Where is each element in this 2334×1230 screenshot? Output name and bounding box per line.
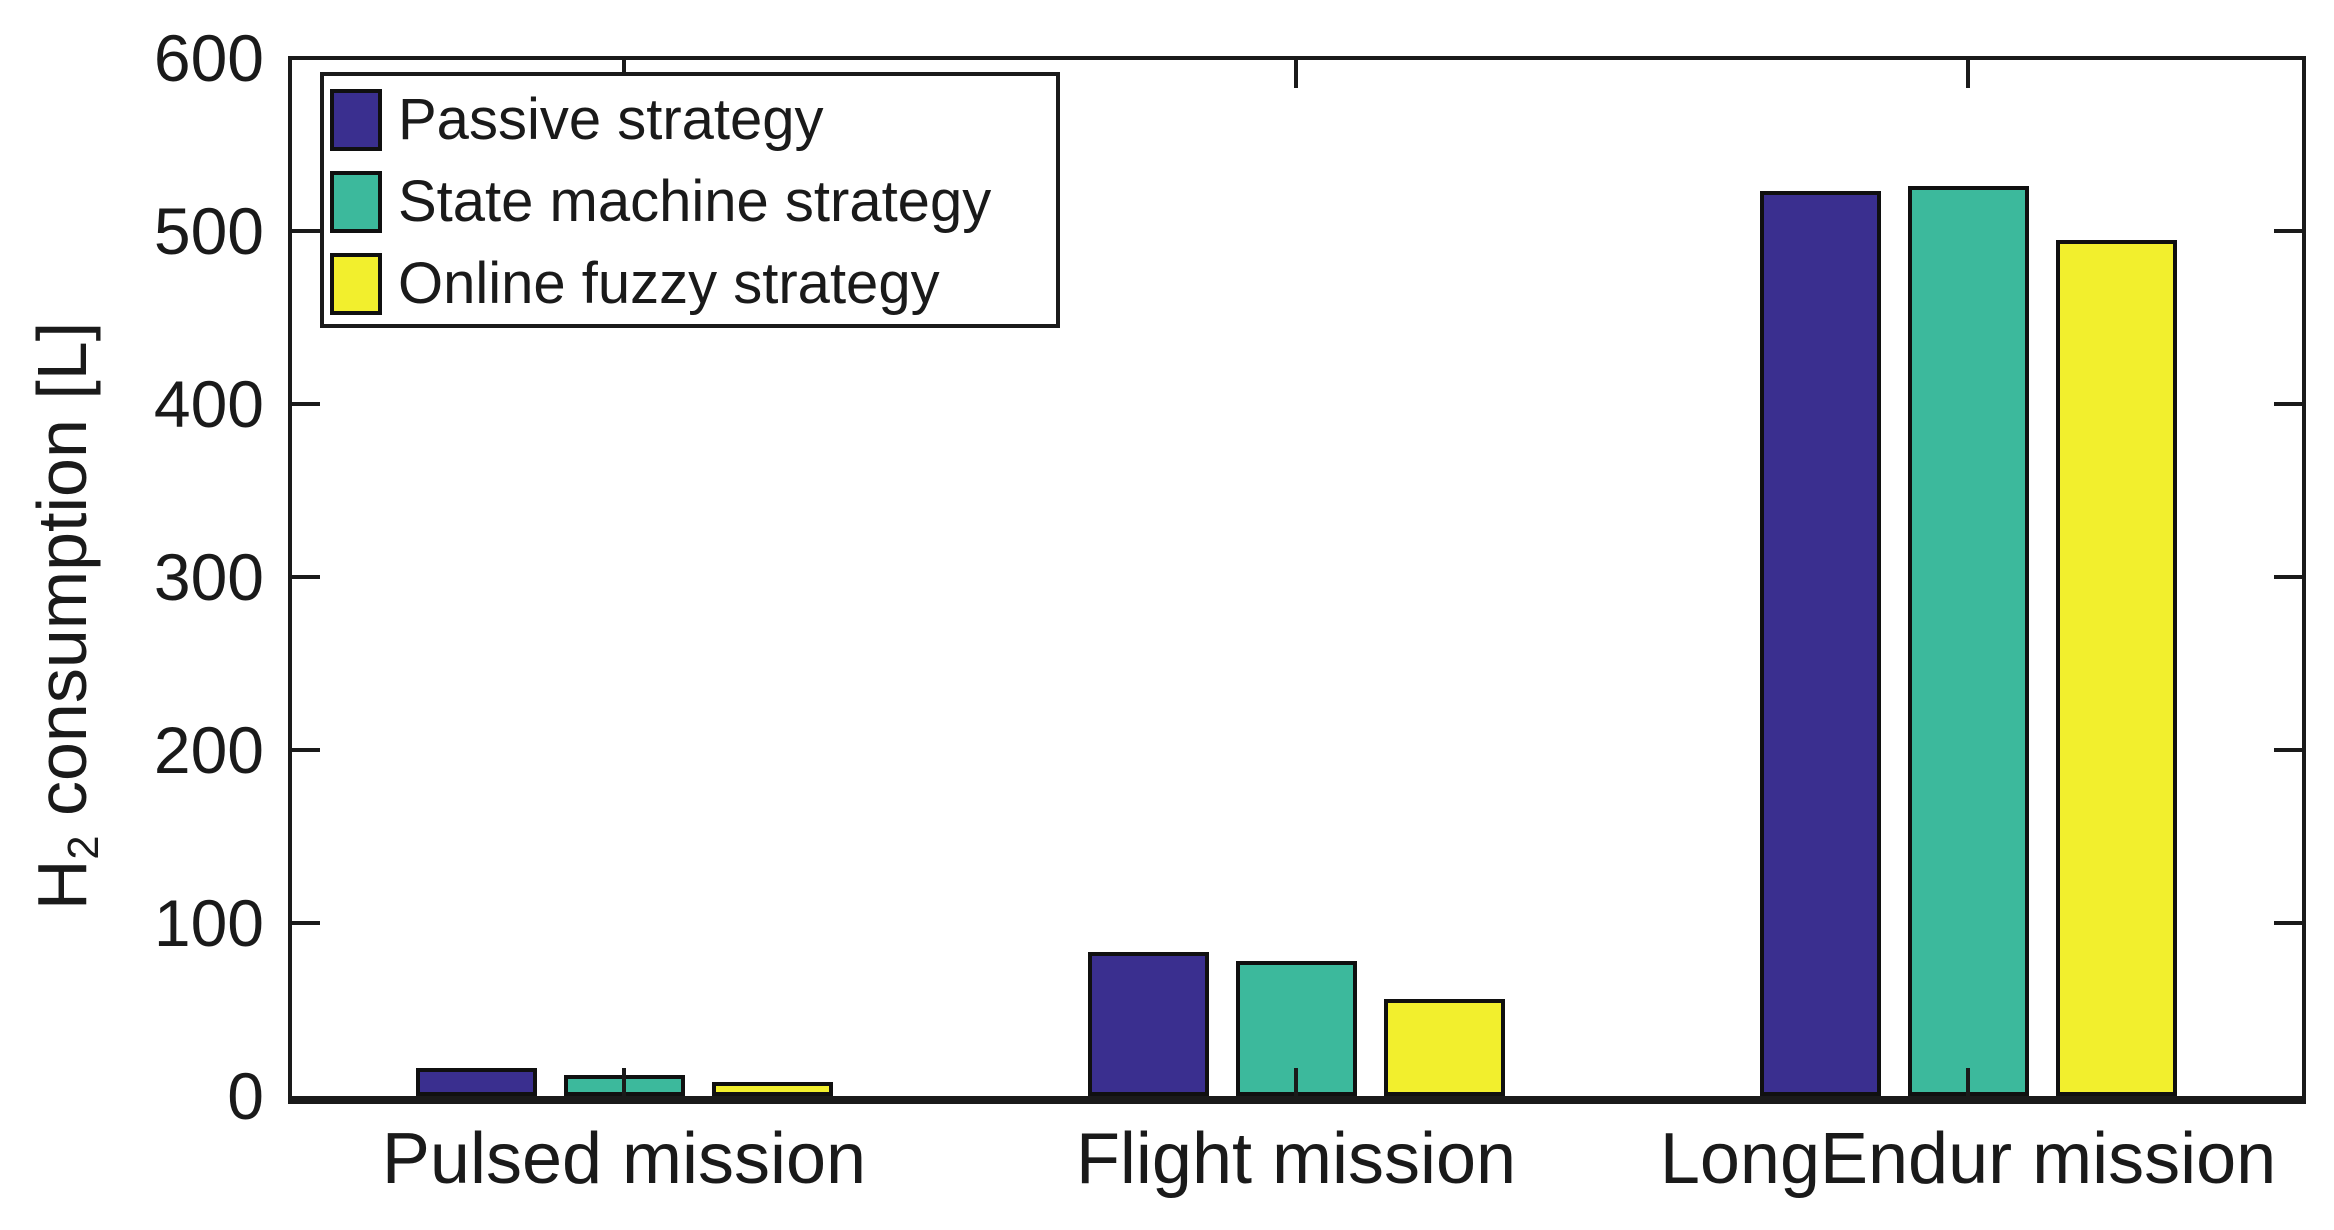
legend-label-state-machine-strategy: State machine strategy (398, 169, 992, 234)
x-category-label-flight-mission: Flight mission (1075, 1119, 1517, 1199)
legend-item-passive-strategy: Passive strategy (330, 88, 824, 152)
x-tick-top-flight-mission (1294, 60, 1298, 88)
y-axis-label-subscript: 2 (60, 835, 109, 860)
bar-passive-strategy-pulsed-mission (415, 1068, 537, 1096)
y-tick-right-100 (2274, 921, 2302, 925)
y-tick-left-400 (292, 402, 320, 406)
y-tick-left-500 (292, 229, 320, 233)
y-tick-label-600: 600 (153, 21, 264, 95)
bar-passive-strategy-longendur-mission (1759, 191, 1881, 1096)
x-category-label-pulsed-mission: Pulsed mission (381, 1119, 867, 1199)
y-axis-label-base: H (23, 859, 101, 911)
y-axis-label: H2 consumption [L] (20, 166, 108, 1066)
x-category-label-longendur-mission: LongEndur mission (1659, 1119, 2277, 1199)
y-tick-right-300 (2274, 575, 2302, 579)
y-tick-left-200 (292, 748, 320, 752)
bar-passive-strategy-flight-mission (1087, 952, 1209, 1096)
y-axis-label-rest: consumption [L] (23, 321, 101, 836)
legend-label-online-fuzzy-strategy: Online fuzzy strategy (398, 251, 940, 316)
y-tick-label-400: 400 (153, 367, 264, 441)
y-tick-label-300: 300 (153, 540, 264, 614)
legend-item-online-fuzzy-strategy: Online fuzzy strategy (330, 252, 940, 316)
y-tick-left-100 (292, 921, 320, 925)
y-tick-right-400 (2274, 402, 2302, 406)
x-tick-top-longendur-mission (1966, 60, 1970, 88)
legend-swatch-passive-strategy (330, 89, 382, 151)
y-tick-label-500: 500 (153, 194, 264, 268)
y-tick-left-300 (292, 575, 320, 579)
bar-online-fuzzy-strategy-longendur-mission (2055, 240, 2177, 1096)
y-tick-label-0: 0 (227, 1059, 264, 1133)
legend-swatch-state-machine-strategy (330, 171, 382, 233)
bar-online-fuzzy-strategy-flight-mission (1383, 999, 1505, 1096)
bar-state-machine-strategy-longendur-mission (1907, 186, 2029, 1096)
legend-item-state-machine-strategy: State machine strategy (330, 170, 991, 234)
legend-label-passive-strategy: Passive strategy (398, 87, 824, 152)
x-tick-bottom-pulsed-mission (622, 1068, 626, 1096)
x-tick-bottom-flight-mission (1294, 1068, 1298, 1096)
y-tick-label-100: 100 (153, 886, 264, 960)
legend-swatch-online-fuzzy-strategy (330, 253, 382, 315)
bar-online-fuzzy-strategy-pulsed-mission (711, 1082, 833, 1096)
y-tick-right-500 (2274, 229, 2302, 233)
x-tick-bottom-longendur-mission (1966, 1068, 1970, 1096)
y-tick-label-200: 200 (153, 713, 264, 787)
y-tick-right-200 (2274, 748, 2302, 752)
